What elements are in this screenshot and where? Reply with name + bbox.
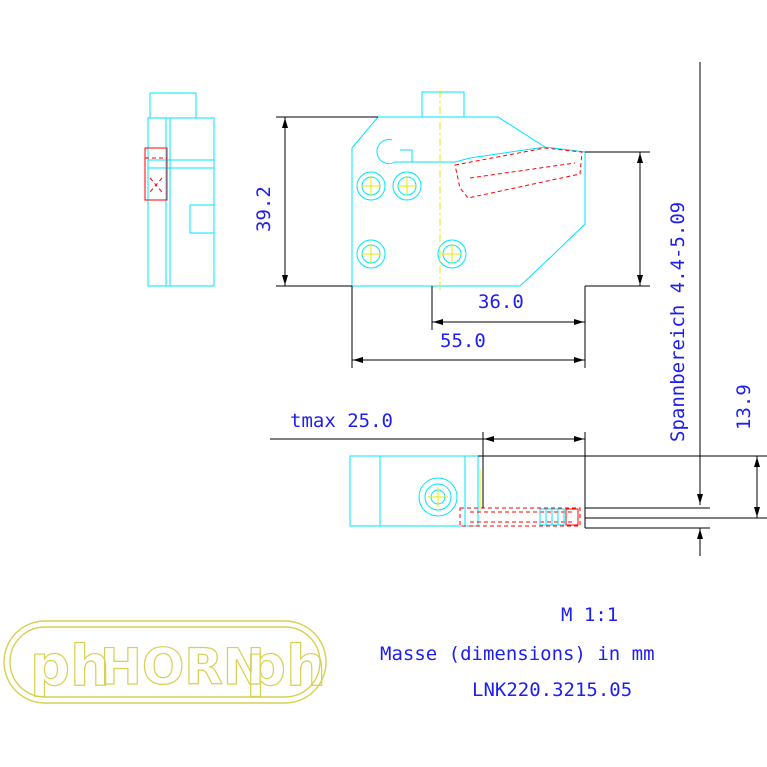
clamp-range-label: Spannbereich 4.4-5.09 <box>667 202 689 442</box>
front-dimensions: 39.2 36.0 55.0 <box>253 116 650 368</box>
dim-width-outer: 55.0 <box>440 330 486 352</box>
units-note: Masse (dimensions) in mm <box>380 643 655 665</box>
logo-brand: HORN <box>100 638 265 696</box>
scale-note: M 1:1 <box>561 604 618 626</box>
hole-centerlines <box>361 176 462 264</box>
logo-mark-right: ph <box>246 634 326 699</box>
dim-width-inner: 36.0 <box>478 291 524 313</box>
tmax-dimension: tmax 25.0 <box>270 410 586 528</box>
side-height-dimension: 13.9 <box>478 384 767 556</box>
logo-mark-left: ph <box>30 634 110 699</box>
top-view <box>349 455 581 527</box>
front-view <box>351 90 586 290</box>
dim-side-height: 13.9 <box>733 384 755 430</box>
dim-height: 39.2 <box>253 186 275 232</box>
horn-logo: ph HORN ph <box>3 620 327 704</box>
part-number: LNK220.3215.05 <box>472 679 632 701</box>
dim-tmax: tmax 25.0 <box>290 410 393 432</box>
side-view <box>144 92 215 287</box>
